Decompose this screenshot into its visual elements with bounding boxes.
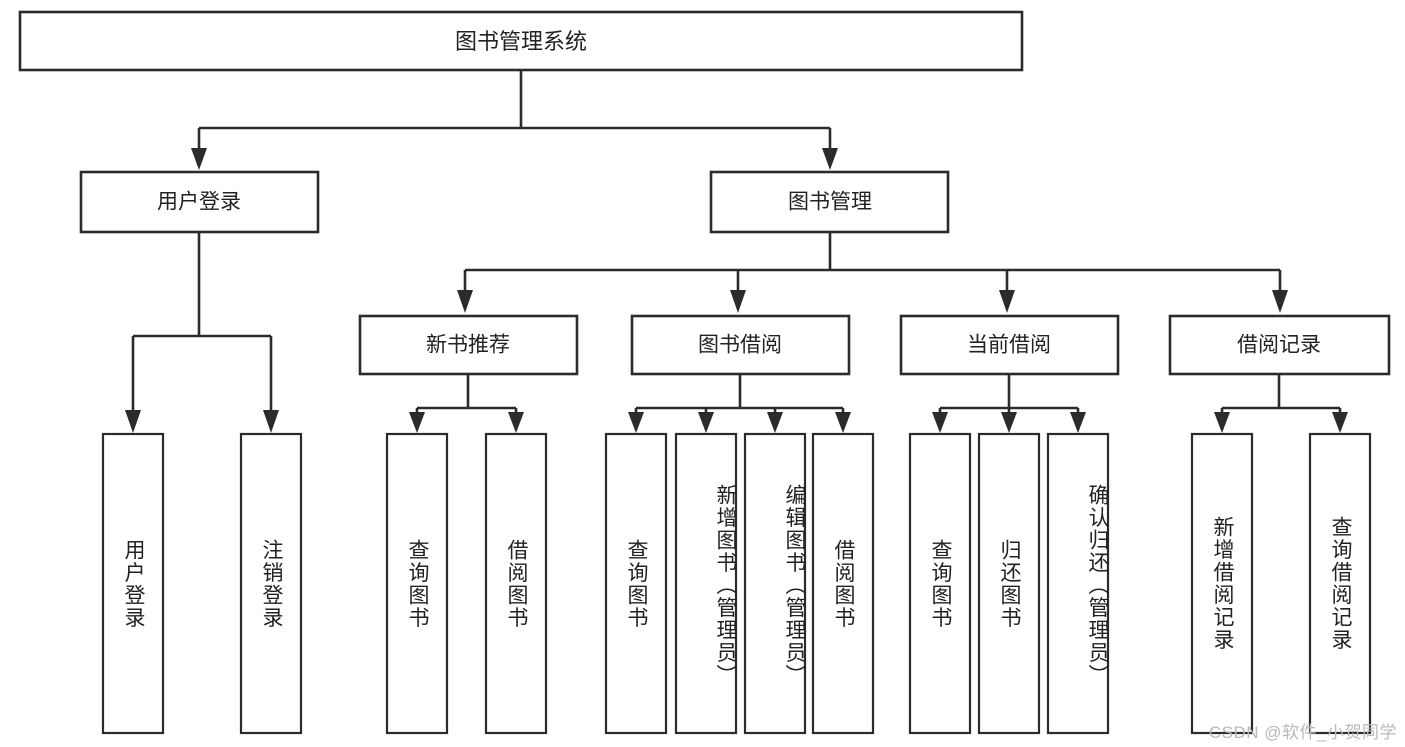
leaf-confirm-return-box[interactable]	[1046, 432, 1110, 735]
arrowhead-leaf-user-login	[125, 410, 141, 433]
node-new-book-recommend-label: 新书推荐	[426, 334, 510, 357]
node-user-login[interactable]: 用户登录	[79, 170, 320, 234]
node-user-login-label: 用户登录	[157, 191, 241, 214]
arrowhead-current-borrow	[999, 290, 1015, 313]
connector-group-book-borrow	[628, 374, 851, 433]
connector-group-borrow-record	[1214, 374, 1348, 433]
node-current-borrow-box	[899, 314, 1120, 376]
node-book-manage[interactable]: 图书管理	[709, 170, 950, 234]
leaf-query-book-3-box[interactable]	[908, 432, 972, 735]
arrowhead-leaf-borrow-book-2	[835, 412, 851, 433]
arrowhead-leaf-confirm-return	[1070, 412, 1086, 433]
arrowhead-leaf-query-record	[1332, 412, 1348, 433]
arrowhead-leaf-edit-book-admin	[767, 412, 783, 433]
leaf-return-book-box[interactable]	[977, 432, 1041, 735]
node-book-manage-label: 图书管理	[788, 191, 872, 214]
arrowhead-leaf-borrow-book-1	[508, 412, 524, 433]
arrowhead-book-manage	[822, 148, 838, 170]
arrowhead-leaf-query-book-2	[628, 412, 644, 433]
arrowhead-leaf-add-record	[1214, 412, 1230, 433]
node-root-label: 图书管理系统	[455, 29, 587, 54]
node-borrow-record-label: 借阅记录	[1237, 334, 1321, 357]
leaf-query-book-2-box[interactable]	[604, 432, 668, 735]
arrowhead-book-borrow	[730, 290, 746, 313]
arrowhead-leaf-logout	[263, 410, 279, 433]
connector-group-root	[191, 70, 838, 170]
arrowhead-borrow-record	[1272, 290, 1288, 313]
node-current-borrow-label: 当前借阅	[967, 334, 1051, 357]
node-borrow-record[interactable]: 借阅记录	[1168, 314, 1391, 376]
node-book-manage-box	[709, 170, 950, 234]
node-new-book-recommend[interactable]: 新书推荐	[358, 314, 579, 376]
node-root-box	[18, 10, 1024, 72]
connector-group-book-manage	[457, 232, 1288, 313]
arrowhead-new-book-recommend	[457, 290, 473, 313]
node-book-borrow-label: 图书借阅	[698, 334, 782, 357]
leaf-add-record-box[interactable]	[1190, 432, 1254, 735]
arrowhead-leaf-query-book-3	[932, 412, 948, 433]
leaf-query-book-1-box[interactable]	[385, 432, 449, 735]
arrowhead-user-login	[191, 148, 207, 170]
node-borrow-record-box	[1168, 314, 1391, 376]
connector-group-current-borrow	[932, 374, 1086, 433]
csdn-watermark: CSDN @软件_小贺同学	[1208, 723, 1397, 742]
leaf-boxes-group	[101, 432, 1372, 735]
node-root[interactable]: 图书管理系统	[18, 10, 1024, 72]
leaf-add-book-admin-box[interactable]	[674, 432, 738, 735]
leaf-borrow-book-2-box[interactable]	[811, 432, 875, 735]
leaf-edit-book-admin-box[interactable]	[743, 432, 807, 735]
arrowhead-leaf-add-book-admin	[698, 412, 714, 433]
connector-group-new-book-recommend	[409, 374, 524, 433]
node-book-borrow-box	[630, 314, 851, 376]
connector-group-user-login	[125, 232, 279, 433]
node-new-book-recommend-box	[358, 314, 579, 376]
leaf-borrow-book-1-box[interactable]	[484, 432, 548, 735]
arrowhead-leaf-query-book-1	[409, 412, 425, 433]
leaf-user-login-box[interactable]	[101, 432, 165, 735]
node-current-borrow[interactable]: 当前借阅	[899, 314, 1120, 376]
leaf-logout-box[interactable]	[239, 432, 303, 735]
arrowhead-leaf-return-book	[1001, 412, 1017, 433]
leaf-query-record-box[interactable]	[1308, 432, 1372, 735]
node-book-borrow[interactable]: 图书借阅	[630, 314, 851, 376]
